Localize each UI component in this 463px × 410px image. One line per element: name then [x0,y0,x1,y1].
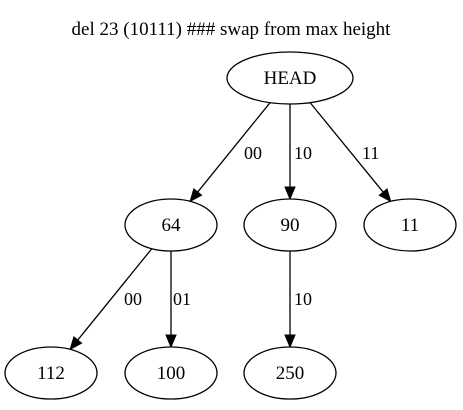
node-label-head: HEAD [264,68,317,89]
edge-n64-n112 [77,248,153,341]
edge-head-n64 [197,102,271,193]
edge-head-n11 [309,102,384,193]
edge-label-head-n90: 10 [294,143,312,163]
node-n112: 112 [4,346,98,400]
edge-label-n90-n250: 10 [294,289,312,309]
node-label-n64: 64 [162,215,182,236]
node-head: HEAD [226,51,354,105]
arrowhead-n90-n250 [284,334,296,349]
node-ellipse-n11 [363,198,457,252]
node-label-n250: 250 [276,363,305,384]
node-n11: 11 [363,198,457,252]
node-ellipse-n112 [4,346,98,400]
node-label-n11: 11 [401,215,419,236]
arrowhead-head-n11 [378,188,392,203]
node-label-n90: 90 [281,215,300,236]
edge-label-n64-n112: 00 [124,289,142,309]
node-n250: 250 [243,346,337,400]
edge-label-head-n11: 11 [362,143,379,163]
node-n64: 64 [124,198,218,252]
edge-label-head-n64: 00 [244,143,262,163]
diagram-title: del 23 (10111) ### swap from max height [72,19,392,40]
arrowhead-n64-n100 [165,334,177,349]
nodes-layer: HEAD 64 90 11 112 100 250 [4,51,457,400]
node-label-n112: 112 [37,363,65,384]
node-ellipse-head [226,51,354,105]
node-n90: 90 [243,198,337,252]
arrowhead-n64-n112 [69,336,83,351]
node-n100: 100 [124,346,218,400]
node-ellipse-n90 [243,198,337,252]
node-ellipse-n100 [124,346,218,400]
node-ellipse-n250 [243,346,337,400]
node-label-n100: 100 [157,363,186,384]
edges-layer: 00 10 11 00 01 10 [69,102,392,351]
arrowhead-head-n90 [284,186,296,201]
edge-label-n64-n100: 01 [173,289,191,309]
node-ellipse-n64 [124,198,218,252]
arrowhead-head-n64 [189,188,203,203]
